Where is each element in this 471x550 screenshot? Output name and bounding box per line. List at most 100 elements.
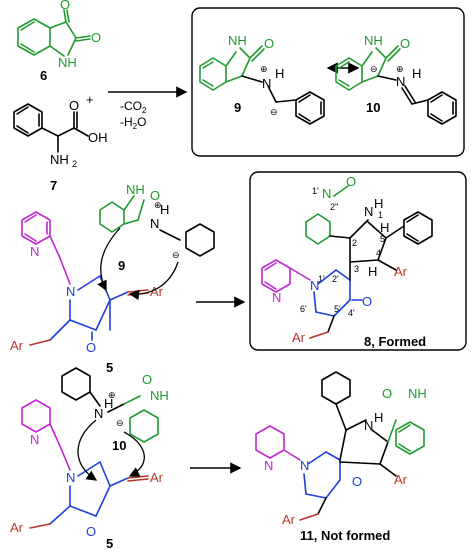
compound-9-label-mid: 9 [118,258,125,273]
svg-text:H: H [412,66,421,81]
svg-text:Ar: Ar [394,472,408,487]
svg-text:H: H [275,66,284,81]
curved-arrow-bottom-2 [123,431,145,477]
isatin-structure: O O NH [17,0,101,70]
svg-text:⊖: ⊖ [172,250,180,260]
svg-text:⊕: ⊕ [260,64,268,74]
svg-text:NH: NH [150,388,169,403]
ylide-9-approach-mid: NH O N H ⊕ ⊖ [99,182,215,260]
svg-text:1': 1' [312,186,319,196]
svg-text:O: O [150,188,160,203]
svg-text:N: N [264,458,273,473]
svg-text:N: N [66,284,75,299]
svg-text:NH: NH [126,182,145,197]
curved-arrow-mid-2 [128,261,179,301]
svg-text:⊕: ⊕ [108,390,116,400]
svg-text:NH: NH [50,152,69,167]
svg-text:N: N [322,186,331,201]
svg-text:⊕: ⊕ [396,64,404,74]
svg-text:H: H [160,202,169,217]
svg-text:O: O [86,340,96,355]
svg-text:O: O [60,0,70,12]
product-11-structure: N N O Ar N H Ar O NH [255,371,427,527]
svg-text:Ar: Ar [150,284,164,299]
product-8-structure: N N 1' 6' 2' 5' 4' O Ar N 1' 2'' O 2 3 N… [261,174,433,345]
svg-text:N: N [364,418,373,433]
svg-text:5: 5 [380,234,385,244]
svg-text:2': 2' [332,274,339,284]
svg-text:2'': 2'' [330,202,339,212]
compound-10-label-top: 10 [366,100,380,115]
svg-text:H: H [374,410,383,425]
svg-text:Ar: Ar [282,512,296,527]
svg-text:Ar: Ar [394,264,408,279]
svg-text:6': 6' [300,304,307,314]
svg-text:2: 2 [72,159,77,169]
svg-text:O: O [142,372,152,387]
svg-text:1: 1 [378,210,383,220]
dipolarophile-5-bottom: N N O Ar Ar [10,399,164,539]
svg-text:Ar: Ar [150,470,164,485]
svg-text:N: N [300,458,309,473]
svg-text:O: O [346,174,356,189]
dipolarophile-5-mid: N N O Ar Ar [10,211,164,355]
svg-text:N: N [262,76,271,91]
svg-text:N: N [396,74,405,89]
svg-text:⊖: ⊖ [370,64,378,74]
compound-5-label-mid: 5 [106,360,113,375]
curved-arrow-mid-1 [97,227,121,292]
svg-text:N: N [66,470,75,485]
svg-text:O: O [382,386,392,401]
svg-text:N: N [30,244,39,259]
condition-co2: -CO2 [120,99,147,115]
svg-text:⊖: ⊖ [116,418,124,428]
svg-text:O: O [69,98,79,113]
svg-text:NH: NH [228,33,247,48]
svg-text:3: 3 [354,264,359,274]
product-8-box [249,171,467,351]
svg-text:O: O [86,524,96,539]
compound-5-label-bottom: 5 [106,536,113,550]
svg-text:NH: NH [58,55,77,70]
svg-text:Ar: Ar [10,338,24,353]
svg-text:N: N [272,290,281,305]
compound-8-label: 8, Formed [364,334,426,349]
ylide-10-structure: NH O ⊖ N H ⊕ [335,33,457,125]
svg-text:H: H [374,196,383,211]
plus-sign: + [86,92,94,107]
compound-9-label-top: 9 [234,100,241,115]
svg-text:H: H [104,396,113,411]
compound-6-label: 6 [40,68,47,83]
svg-text:N: N [30,432,39,447]
svg-text:Ar: Ar [292,330,306,345]
svg-text:O: O [362,294,372,309]
ylide-resonance-box [191,7,465,157]
svg-text:4': 4' [348,308,355,318]
compound-11-label: 11, Not formed [300,528,390,543]
svg-text:1': 1' [318,274,325,284]
svg-text:H: H [380,220,389,235]
phenylglycine-structure: O OH NH 2 [13,98,108,169]
svg-text:H: H [368,264,377,279]
compound-7-label: 7 [50,178,57,193]
svg-text:5': 5' [334,304,341,314]
compound-10-label-bottom: 10 [112,438,126,453]
svg-text:2: 2 [352,238,357,248]
svg-text:OH: OH [88,130,108,145]
svg-text:N: N [94,406,103,421]
svg-text:N: N [310,278,319,293]
curved-arrow-bottom-1 [77,419,98,481]
svg-text:Ar: Ar [10,520,24,535]
svg-text:NH: NH [364,33,383,48]
svg-text:O: O [352,474,362,489]
condition-h2o: -H2O [120,115,146,131]
ylide-9-structure: NH O N H ⊕ ⊖ [199,33,325,125]
svg-text:O: O [264,36,274,51]
svg-text:N: N [150,216,159,231]
svg-text:NH: NH [408,386,427,401]
svg-text:⊖: ⊖ [270,107,278,117]
svg-text:O: O [91,30,101,45]
svg-text:O: O [400,36,410,51]
